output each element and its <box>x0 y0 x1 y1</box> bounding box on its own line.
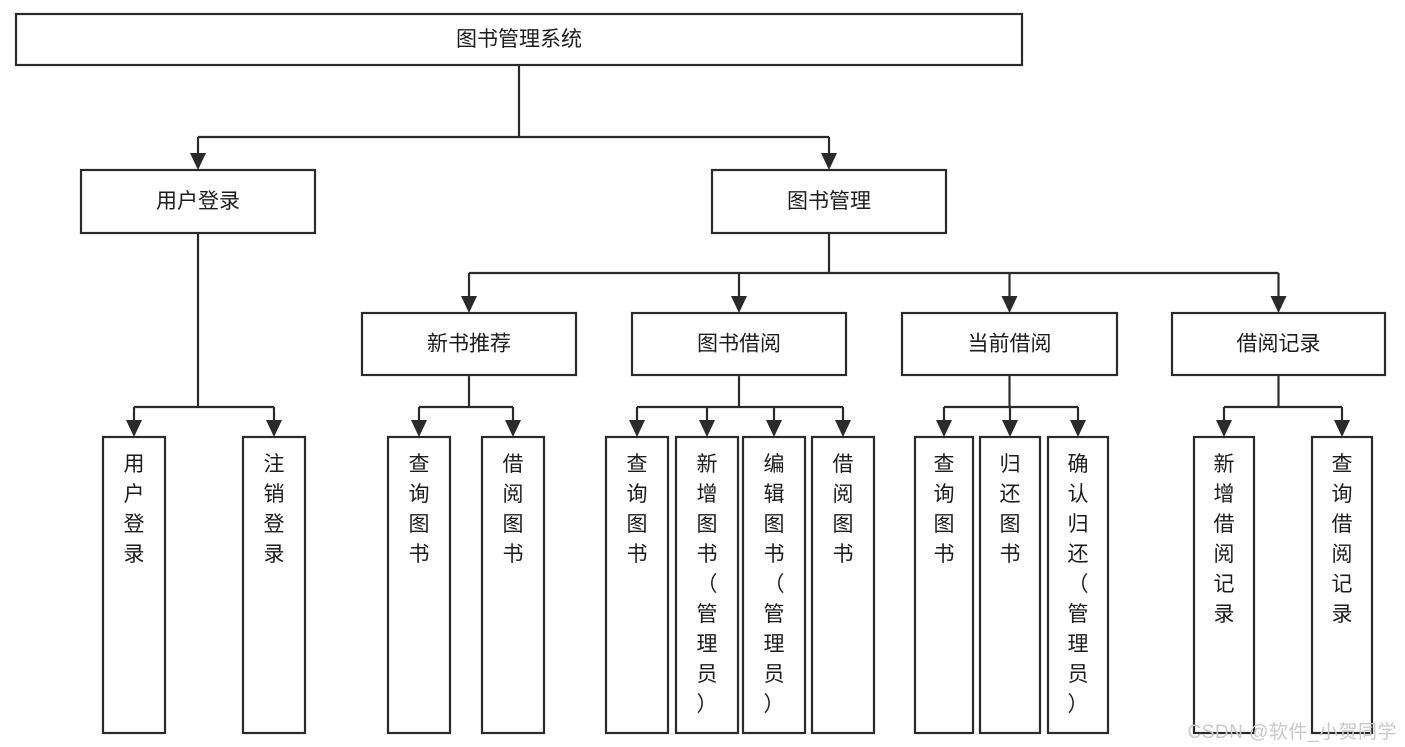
arrow-head-icon-leaf-logout <box>266 420 282 437</box>
arrow-head-icon-leaf-add-book <box>699 420 715 437</box>
node-leaf-add-book[interactable]: 新增图书（管理员） <box>674 435 740 735</box>
node-box-leaf-query-book-borrow[interactable] <box>604 435 670 735</box>
node-label-leaf-add-record: 新增借阅记录 <box>1214 453 1235 626</box>
arrow-head-icon-current-borrow <box>1001 296 1018 313</box>
node-box-leaf-borrow-book[interactable] <box>810 435 876 735</box>
node-leaf-logout[interactable]: 注销登录 <box>241 435 307 735</box>
node-box-book-management[interactable] <box>710 168 948 235</box>
node-user-login[interactable]: 用户登录 <box>79 168 317 235</box>
node-box-leaf-query-book-current[interactable] <box>913 435 975 735</box>
node-leaf-borrow-book-recommend[interactable]: 借阅图书 <box>480 435 546 735</box>
node-label-book-management: 图书管理 <box>787 190 871 213</box>
node-label-book-borrow: 图书借阅 <box>697 333 781 356</box>
node-label-leaf-confirm-return: 确认归还（管理员） <box>1068 453 1089 716</box>
node-leaf-confirm-return[interactable]: 确认归还（管理员） <box>1046 435 1110 735</box>
node-box-new-book-recommend[interactable] <box>360 311 578 377</box>
arrow-head-icon-leaf-query-book-current <box>936 420 952 437</box>
node-current-borrow[interactable]: 当前借阅 <box>900 311 1119 377</box>
node-box-user-login[interactable] <box>79 168 317 235</box>
arrow-head-icon-leaf-edit-book <box>766 420 782 437</box>
node-label-leaf-user-login: 用户登录 <box>124 453 145 566</box>
node-label-new-book-recommend: 新书推荐 <box>427 333 511 356</box>
node-label-leaf-edit-book: 编辑图书（管理员） <box>764 453 785 716</box>
arrow-head-icon-book-management <box>821 153 837 170</box>
node-label-leaf-return-book: 归还图书 <box>1000 453 1021 566</box>
node-box-root[interactable] <box>14 12 1024 67</box>
node-label-current-borrow: 当前借阅 <box>968 333 1052 356</box>
node-box-leaf-query-book-recommend[interactable] <box>386 435 452 735</box>
arrow-head-icon-new-book-recommend <box>461 296 477 313</box>
connector-lines <box>126 65 1350 437</box>
node-box-leaf-return-book[interactable] <box>978 435 1042 735</box>
node-label-leaf-query-book-recommend: 查询图书 <box>409 453 430 566</box>
node-leaf-edit-book[interactable]: 编辑图书（管理员） <box>741 435 807 735</box>
node-label-root: 图书管理系统 <box>456 28 582 51</box>
node-box-leaf-add-book[interactable] <box>674 435 740 735</box>
node-leaf-user-login[interactable]: 用户登录 <box>101 435 167 735</box>
node-leaf-query-record[interactable]: 查询借阅记录 <box>1310 435 1374 735</box>
node-label-leaf-query-record: 查询借阅记录 <box>1332 453 1353 626</box>
node-box-leaf-borrow-book-recommend[interactable] <box>480 435 546 735</box>
node-box-borrow-records[interactable] <box>1170 311 1387 377</box>
node-leaf-query-book-current[interactable]: 查询图书 <box>913 435 975 735</box>
node-label-leaf-logout: 注销登录 <box>264 453 285 566</box>
arrow-head-icon-user-login <box>190 153 206 170</box>
node-box-current-borrow[interactable] <box>900 311 1119 377</box>
node-book-borrow[interactable]: 图书借阅 <box>630 311 848 377</box>
node-boxes: 图书管理系统用户登录图书管理新书推荐图书借阅当前借阅借阅记录用户登录注销登录查询… <box>14 12 1387 735</box>
node-leaf-return-book[interactable]: 归还图书 <box>978 435 1042 735</box>
arrow-head-icon-leaf-query-book-borrow <box>629 420 645 437</box>
node-borrow-records[interactable]: 借阅记录 <box>1170 311 1387 377</box>
node-root[interactable]: 图书管理系统 <box>14 12 1024 67</box>
node-box-leaf-query-record[interactable] <box>1310 435 1374 735</box>
node-book-management[interactable]: 图书管理 <box>710 168 948 235</box>
node-leaf-borrow-book[interactable]: 借阅图书 <box>810 435 876 735</box>
arrow-head-icon-leaf-user-login <box>126 420 142 437</box>
node-box-leaf-user-login[interactable] <box>101 435 167 735</box>
node-box-leaf-add-record[interactable] <box>1192 435 1256 735</box>
node-leaf-add-record[interactable]: 新增借阅记录 <box>1192 435 1256 735</box>
node-label-leaf-query-book-borrow: 查询图书 <box>627 453 648 566</box>
arrow-head-icon-leaf-borrow-book-recommend <box>505 420 521 437</box>
arrow-head-icon-leaf-add-record <box>1216 420 1232 437</box>
node-new-book-recommend[interactable]: 新书推荐 <box>360 311 578 377</box>
arrow-head-icon-leaf-return-book <box>1002 420 1018 437</box>
node-label-borrow-records: 借阅记录 <box>1237 333 1321 356</box>
node-label-leaf-query-book-current: 查询图书 <box>934 453 955 566</box>
node-label-leaf-add-book: 新增图书（管理员） <box>697 453 718 716</box>
node-leaf-query-book-borrow[interactable]: 查询图书 <box>604 435 670 735</box>
arrow-head-icon-leaf-query-book-recommend <box>411 420 427 437</box>
arrow-head-icon-leaf-confirm-return <box>1070 420 1086 437</box>
node-label-leaf-borrow-book-recommend: 借阅图书 <box>503 453 524 566</box>
arrow-head-icon-leaf-borrow-book <box>835 420 851 437</box>
arrow-head-icon-leaf-query-record <box>1334 420 1350 437</box>
arrow-head-icon-book-borrow <box>731 296 747 313</box>
arrow-head-icon-borrow-records <box>1270 296 1287 313</box>
node-leaf-query-book-recommend[interactable]: 查询图书 <box>386 435 452 735</box>
node-box-leaf-edit-book[interactable] <box>741 435 807 735</box>
node-label-user-login: 用户登录 <box>156 190 240 213</box>
node-box-leaf-logout[interactable] <box>241 435 307 735</box>
csdn-watermark: CSDN @软件_小贺同学 <box>1187 722 1397 743</box>
node-box-leaf-confirm-return[interactable] <box>1046 435 1110 735</box>
node-label-leaf-borrow-book: 借阅图书 <box>833 453 854 566</box>
node-box-book-borrow[interactable] <box>630 311 848 377</box>
